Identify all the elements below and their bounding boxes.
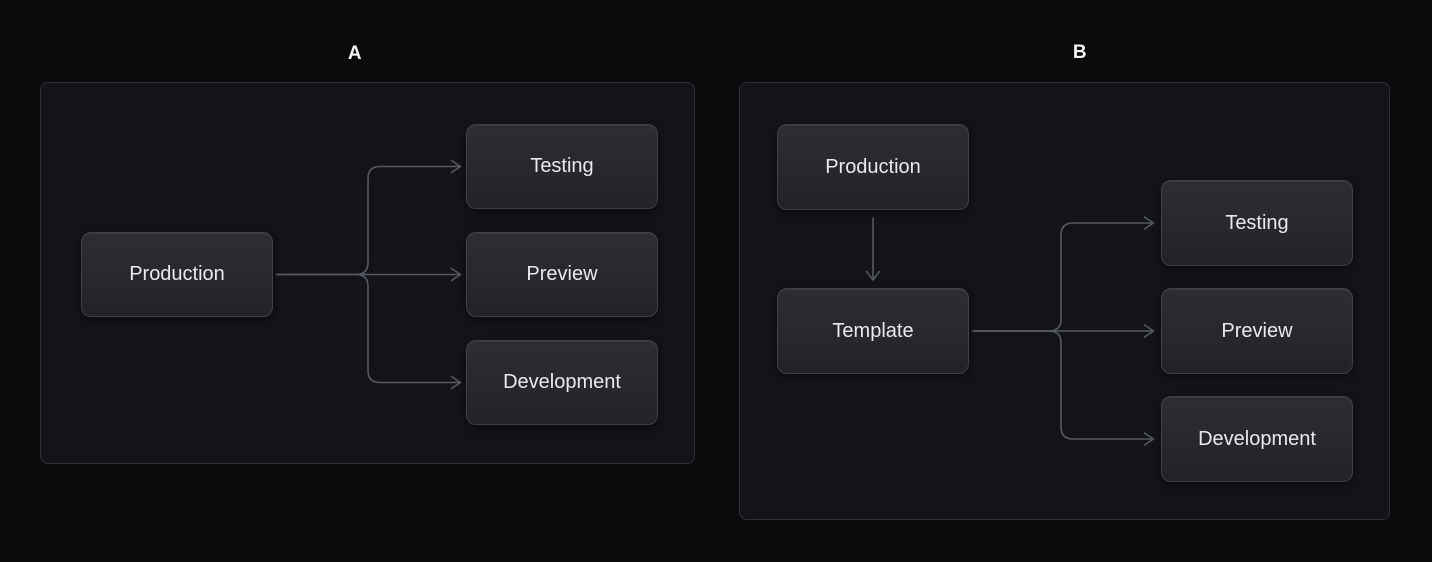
arrowhead-testing-icon xyxy=(450,159,462,174)
node-production: Production xyxy=(81,232,273,317)
edge-template-development xyxy=(972,330,1154,440)
node-preview: Preview xyxy=(466,232,658,317)
node-template: Template xyxy=(777,288,969,374)
node-preview-label: Preview xyxy=(526,263,598,285)
node-testing: Testing xyxy=(466,124,658,209)
node-preview: Preview xyxy=(1161,288,1353,374)
arrowhead-template-icon xyxy=(865,270,881,281)
node-testing-label: Testing xyxy=(530,155,594,177)
edge-production-testing xyxy=(276,165,461,276)
panel-a-label: A xyxy=(347,43,363,64)
arrowhead-development-icon xyxy=(1143,432,1155,446)
node-development-label: Development xyxy=(1198,427,1316,450)
diagram-panel-a: Production Testing Preview Development xyxy=(40,82,695,464)
node-testing-label: Testing xyxy=(1225,211,1289,234)
node-template-label: Template xyxy=(832,319,914,342)
edge-template-testing xyxy=(972,222,1154,332)
node-production-label: Production xyxy=(129,263,225,285)
node-testing: Testing xyxy=(1161,180,1353,266)
edge-production-development xyxy=(276,273,461,384)
node-preview-label: Preview xyxy=(1221,319,1293,342)
arrowhead-testing-icon xyxy=(1143,216,1155,230)
node-production-label: Production xyxy=(825,155,921,178)
node-development-label: Development xyxy=(503,371,621,393)
arrowhead-preview-icon xyxy=(1143,324,1155,338)
node-development: Development xyxy=(466,340,658,425)
node-development: Development xyxy=(1161,396,1353,482)
arrowhead-development-icon xyxy=(450,375,462,390)
arrowhead-preview-icon xyxy=(450,267,462,282)
node-production: Production xyxy=(777,124,969,210)
panel-b-label: B xyxy=(1072,42,1088,63)
diagram-panel-b: Production Template Testing Preview Deve… xyxy=(739,82,1390,520)
